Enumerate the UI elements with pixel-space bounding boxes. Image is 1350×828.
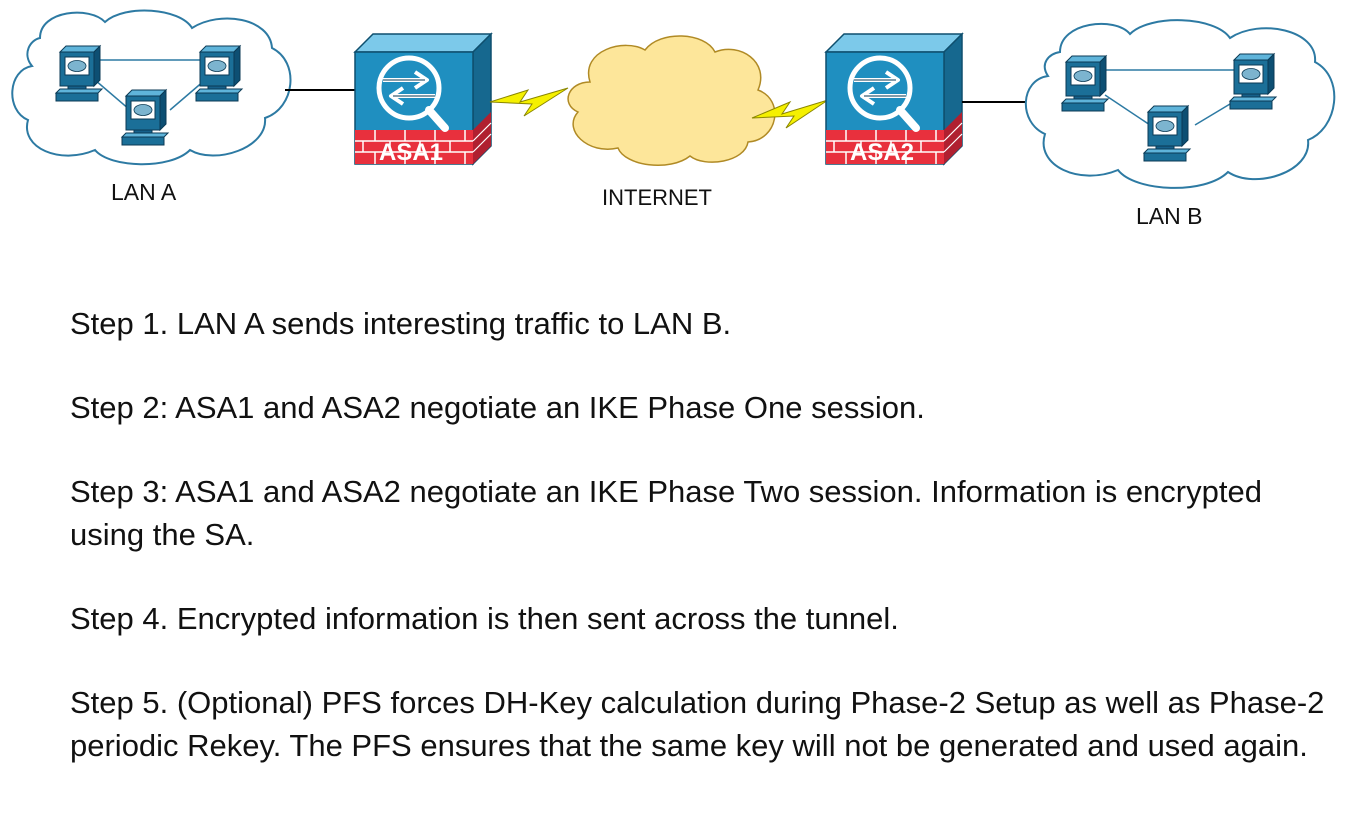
step-2-text: Step 2: ASA1 and ASA2 negotiate an IKE P… bbox=[70, 390, 925, 425]
asa2-label: ASA2 bbox=[850, 139, 914, 166]
step-1-text: Step 1. LAN A sends interesting traffic … bbox=[70, 306, 732, 341]
step-3-text: Step 3: ASA1 and ASA2 negotiate an IKE P… bbox=[70, 474, 1262, 552]
internet-cloud-icon bbox=[567, 35, 776, 167]
steps-list: Step 1. LAN A sends interesting traffic … bbox=[70, 302, 1330, 808]
lan-a-label: LAN A bbox=[111, 179, 177, 205]
lightning-link-icon bbox=[489, 87, 569, 117]
lan-a-computer-icon bbox=[195, 45, 243, 102]
lan-a-computer-icon bbox=[55, 45, 103, 102]
lan-b-label: LAN B bbox=[1136, 203, 1203, 229]
lan-b-computer-icon bbox=[1229, 53, 1277, 110]
lan-a-links bbox=[94, 59, 206, 111]
step-5-text: Step 5. (Optional) PFS forces DH-Key cal… bbox=[70, 685, 1325, 763]
network-diagram: ASA1 ASA2 bbox=[11, 9, 1336, 189]
lan-a-computer-icon bbox=[121, 89, 169, 146]
lan-b-computer-icon bbox=[1061, 55, 1109, 112]
internet-label: INTERNET bbox=[602, 185, 712, 210]
step-4-text: Step 4. Encrypted information is then se… bbox=[70, 601, 899, 636]
lan-b-computer-icon bbox=[1143, 105, 1191, 162]
asa1-label: ASA1 bbox=[379, 139, 443, 166]
